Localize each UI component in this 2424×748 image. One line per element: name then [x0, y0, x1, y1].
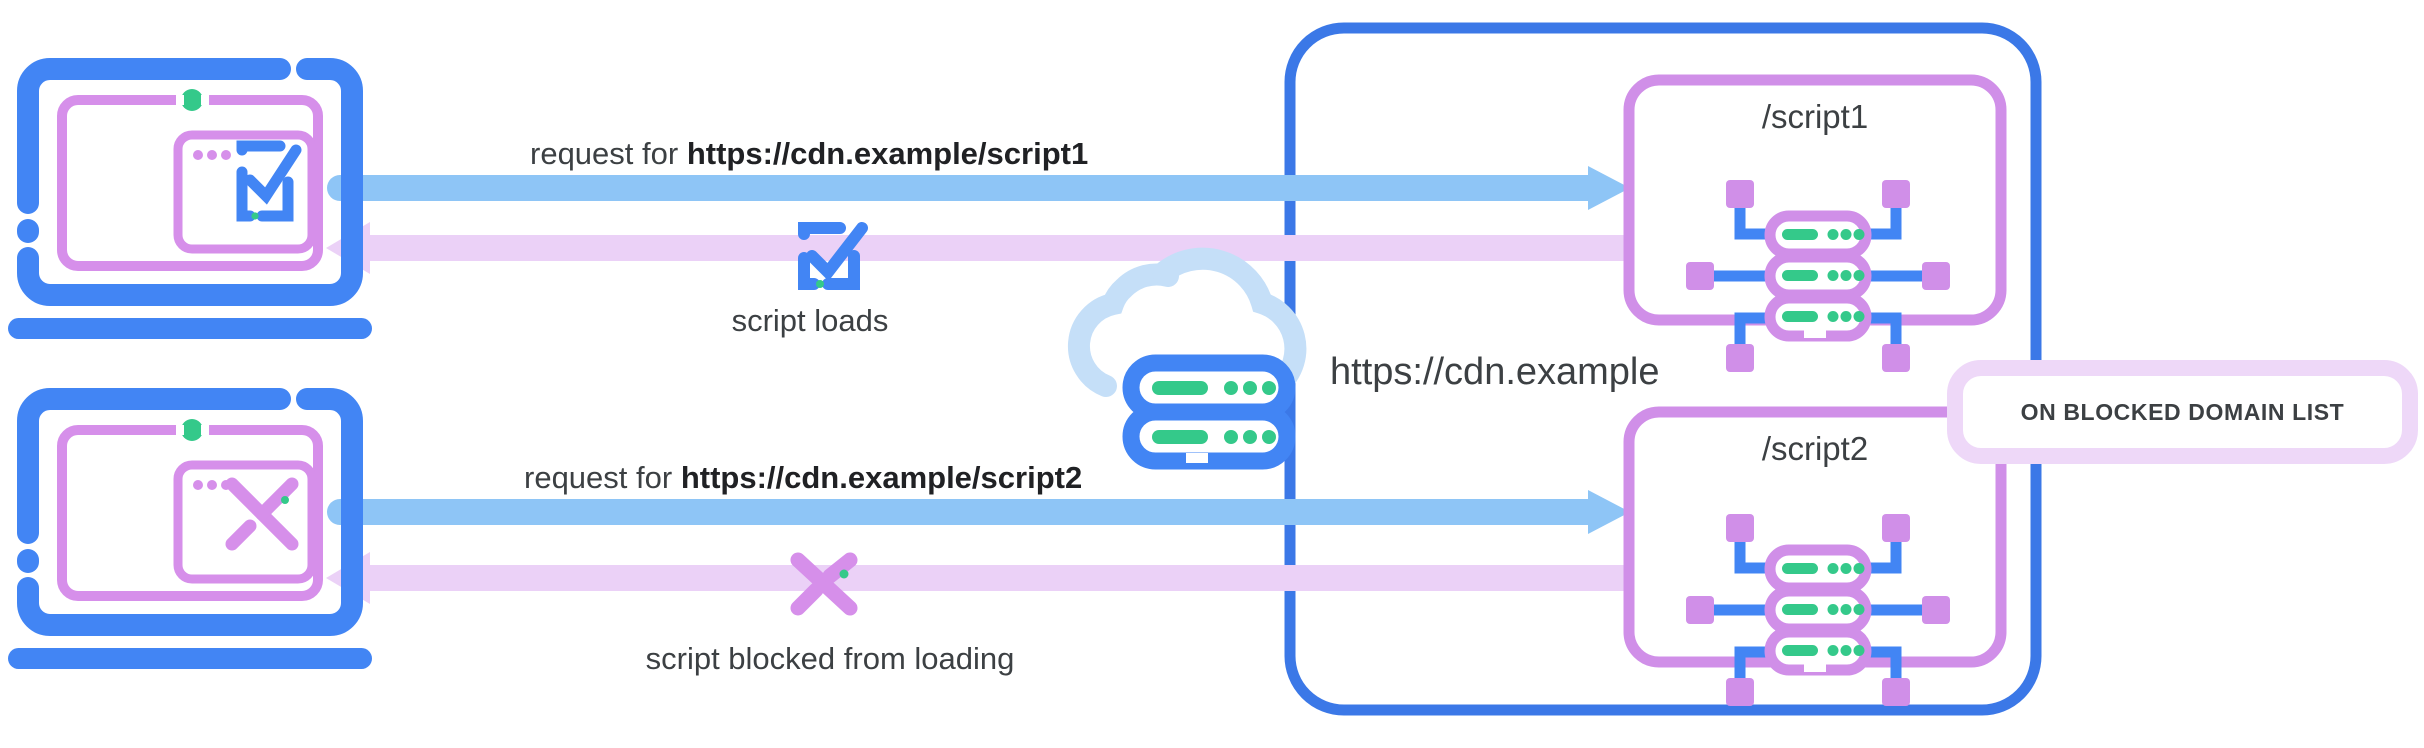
endpoint-box-script2	[1623, 406, 2007, 706]
endpoint-label-script1: /script1	[1761, 98, 1869, 135]
status-dot-icon	[181, 89, 203, 111]
status-dot-icon	[181, 419, 203, 441]
cdn-origin-label: https://cdn.example	[1330, 351, 1660, 393]
window-dots-icon	[193, 480, 231, 490]
client-laptop-script2	[8, 388, 372, 669]
laptop-base	[8, 318, 372, 339]
blocked-domain-callout	[1947, 360, 2418, 464]
request-url: https://cdn.example/script2	[680, 460, 1083, 495]
result-label-script2: script blocked from loading	[645, 641, 1015, 676]
request-arrow-script1	[327, 166, 1630, 210]
request-prefix: request for	[530, 136, 687, 171]
response-arrow-script1	[326, 222, 1643, 274]
result-label-script1: script loads	[731, 303, 889, 338]
cloud-server-icon	[1067, 247, 1307, 470]
request-url: https://cdn.example/script1	[686, 136, 1089, 171]
window-dots-icon	[193, 150, 231, 160]
request-prefix: request for	[524, 460, 681, 495]
response-arrow-script2	[326, 552, 1643, 604]
checkbox-check-icon-floating	[798, 222, 868, 290]
checkbox-check-icon	[236, 140, 302, 222]
cross-x-icon-floating	[790, 552, 858, 616]
laptop-base	[8, 648, 372, 669]
cross-x-icon	[225, 477, 299, 551]
request-label-script2: request for https://cdn.example/script2	[524, 462, 1082, 493]
request-arrow-script2	[327, 490, 1630, 534]
blocked-domain-callout-text: ON BLOCKED DOMAIN LIST	[2020, 399, 2345, 425]
endpoint-label-script2: /script2	[1761, 430, 1869, 467]
endpoint-box-script1	[1623, 74, 2007, 372]
client-laptop-script1	[8, 58, 372, 339]
request-label-script1: request for https://cdn.example/script1	[530, 138, 1088, 169]
